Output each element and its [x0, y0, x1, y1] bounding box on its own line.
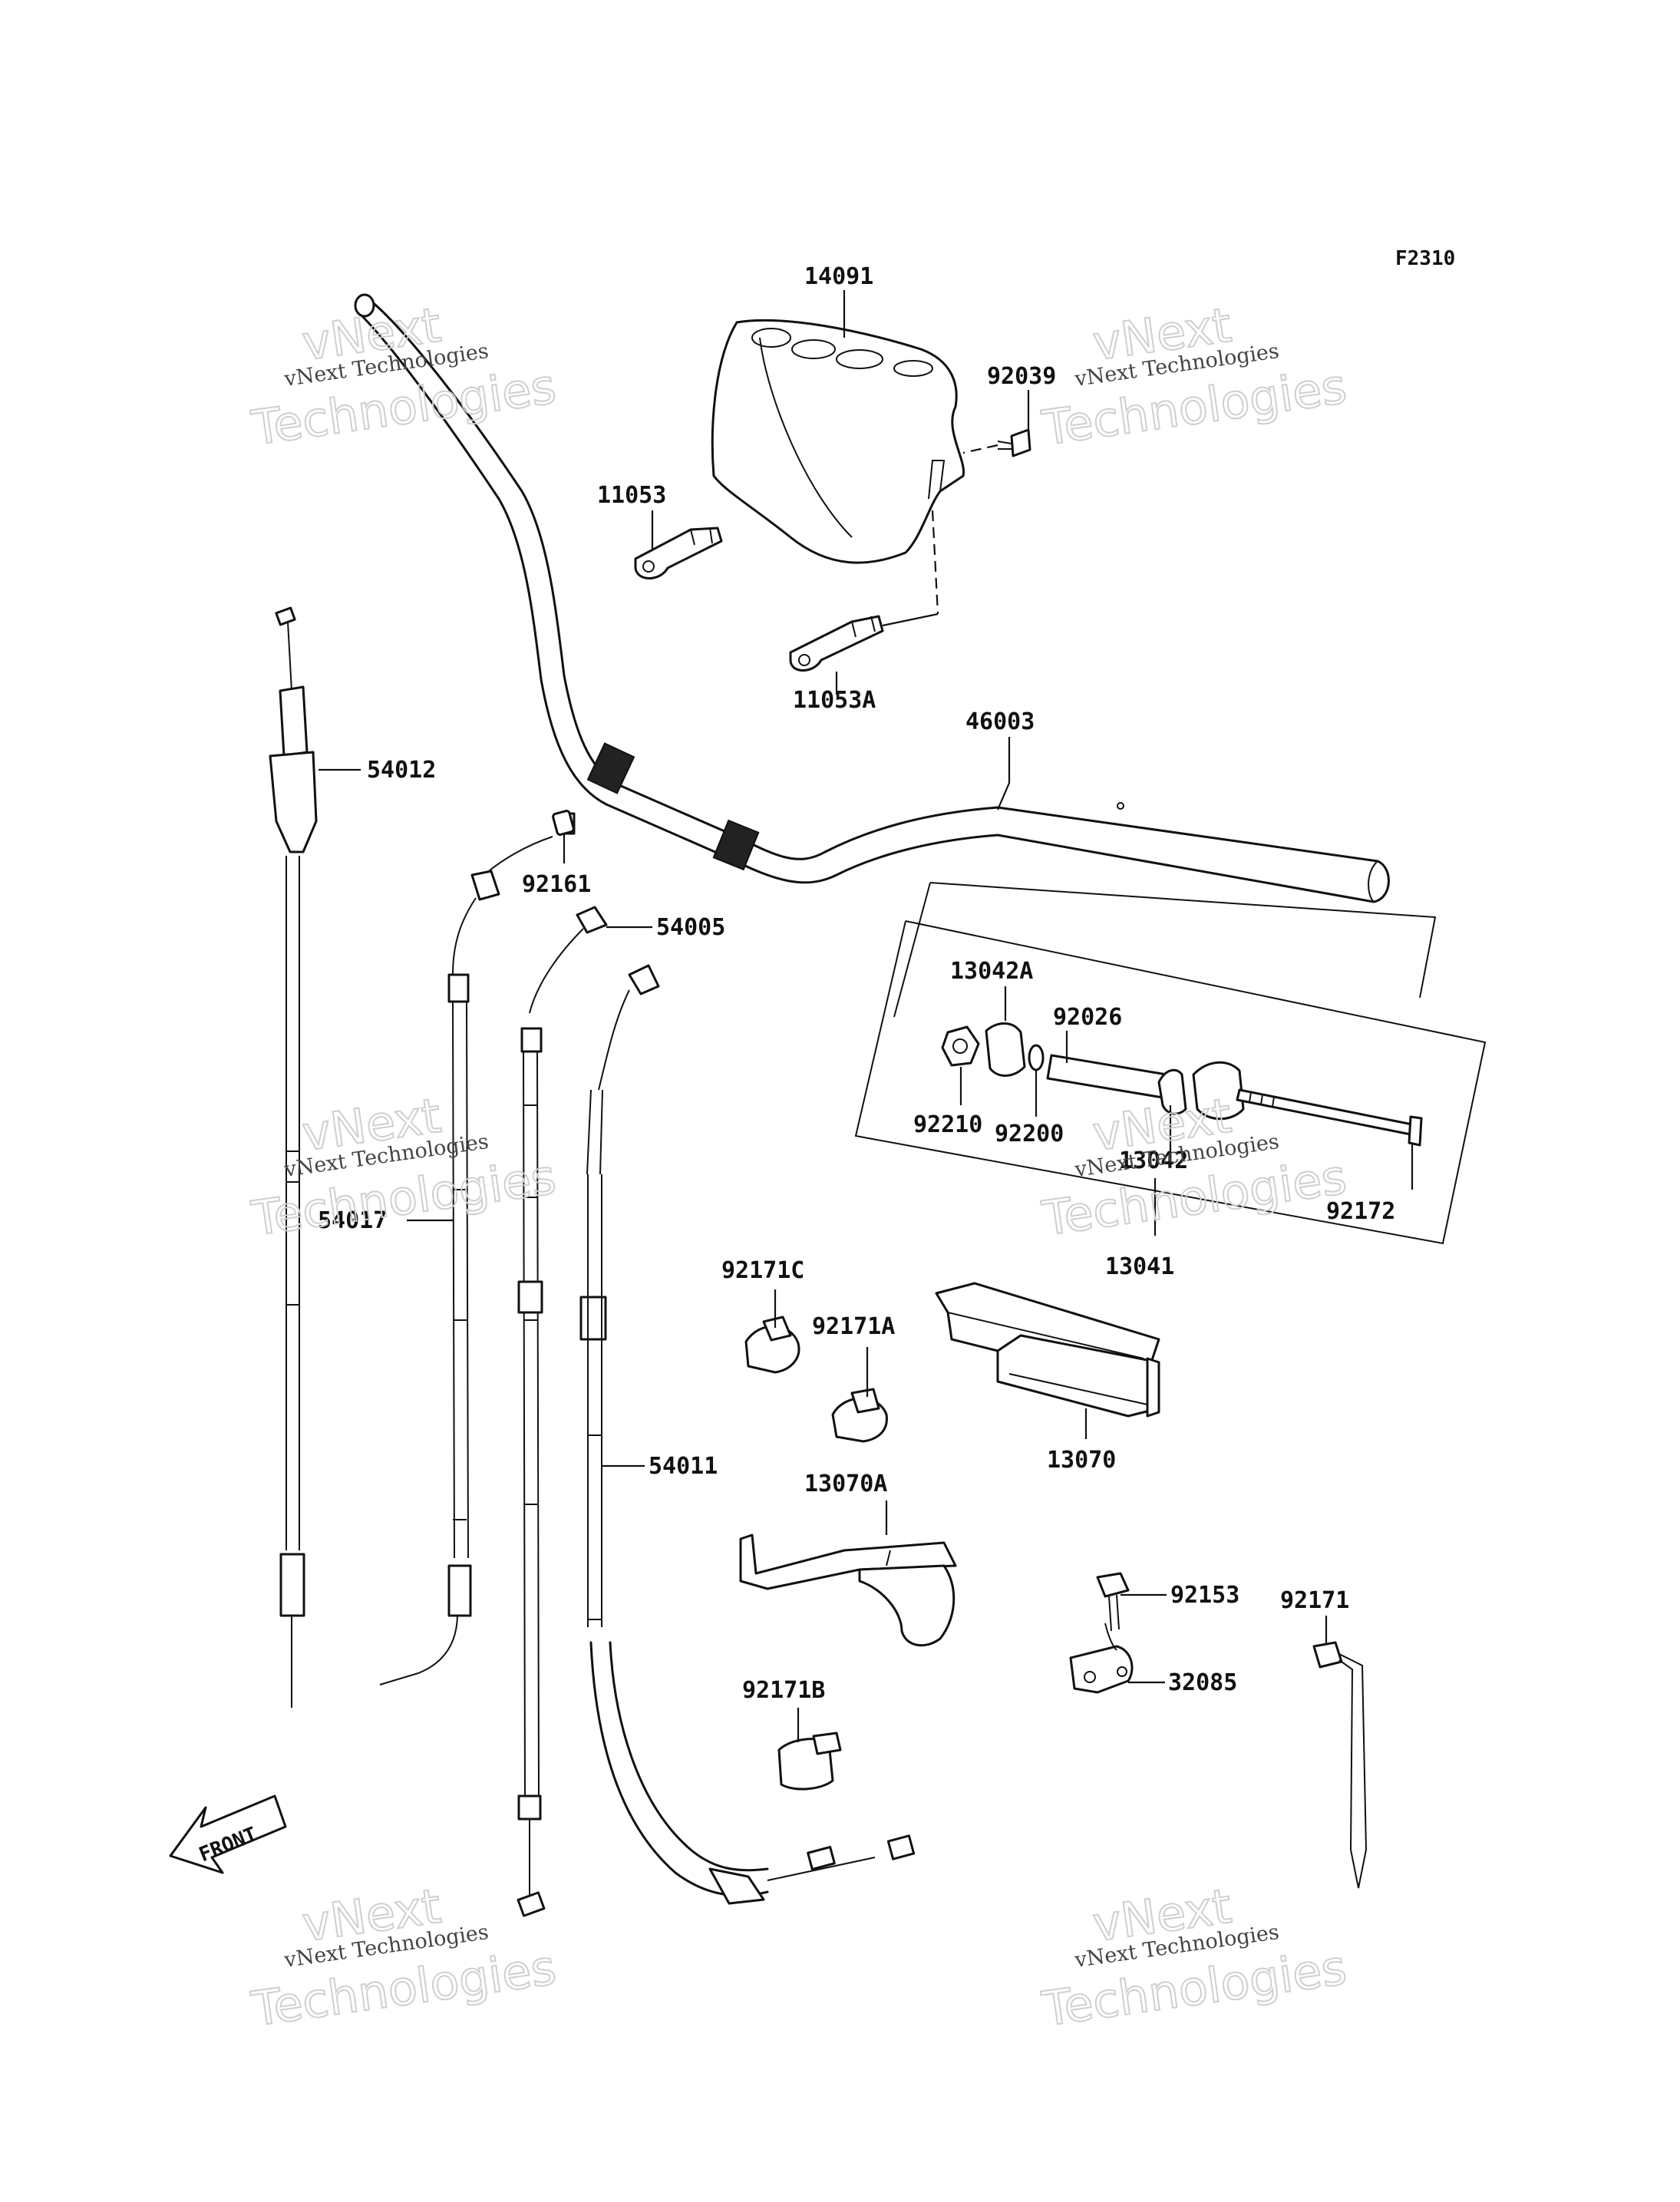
cable-54011-drawing — [579, 964, 916, 1905]
weight-13042A-drawing — [985, 1022, 1026, 1077]
label-11053: 11053 — [597, 482, 666, 509]
label-92171A: 92171A — [812, 1313, 895, 1340]
cable-54017-drawing — [379, 812, 576, 1685]
label-92026: 92026 — [1053, 1004, 1122, 1031]
front-direction-arrow: FRONT — [169, 1794, 287, 1874]
washer-92200-drawing — [1028, 1044, 1045, 1071]
label-54012: 54012 — [367, 757, 436, 784]
label-92161: 92161 — [522, 871, 591, 898]
label-92171: 92171 — [1280, 1587, 1349, 1614]
watermark-top-left: vNext Technologies vNext Technologies — [247, 296, 560, 457]
label-92039: 92039 — [987, 363, 1056, 390]
bolt-92172-drawing — [1236, 1088, 1423, 1147]
cable-54005-drawing — [517, 906, 608, 1917]
clamp-92171B-drawing — [777, 1732, 842, 1791]
label-54017: 54017 — [318, 1207, 387, 1234]
watermark-top-right: vNext Technologies vNext Technologies — [1038, 296, 1351, 457]
label-14091: 14091 — [804, 263, 873, 290]
bracket-32085-drawing — [1069, 1623, 1134, 1694]
tie-92171-drawing — [1312, 1641, 1368, 1889]
leader-lines — [319, 290, 1414, 1742]
label-92172: 92172 — [1326, 1198, 1395, 1225]
bar-end-group-frames — [854, 882, 1487, 1245]
watermark-bottom-left: vNext Technologies vNext Technologies — [247, 1877, 560, 2039]
clamp-92171A-drawing — [831, 1388, 888, 1443]
cable-end-92161-drawing — [552, 810, 575, 836]
label-92210: 92210 — [913, 1111, 982, 1138]
watermark-mid-right: vNext Technologies vNext Technologies — [1038, 1087, 1351, 1248]
bracket-13070A-drawing — [739, 1533, 957, 1647]
label-46003: 46003 — [965, 708, 1035, 735]
bolt-92153-drawing — [1096, 1572, 1130, 1632]
bracket-13070-drawing — [935, 1282, 1160, 1418]
label-13070A: 13070A — [804, 1471, 887, 1497]
bracket-11053-drawing — [634, 527, 723, 579]
label-32085: 32085 — [1168, 1669, 1237, 1696]
label-13042: 13042 — [1119, 1147, 1188, 1174]
label-92200: 92200 — [995, 1121, 1064, 1147]
label-13041: 13041 — [1105, 1253, 1174, 1280]
screw-drawing — [962, 428, 1031, 457]
handlebar-cover-drawing — [711, 319, 965, 564]
label-11053A: 11053A — [793, 687, 876, 714]
handlebar-drawing — [354, 293, 1390, 903]
watermark-bottom-right: vNext Technologies vNext Technologies — [1038, 1877, 1351, 2039]
label-54011: 54011 — [649, 1453, 718, 1480]
label-13070: 13070 — [1047, 1447, 1116, 1474]
weight-13042-drawing — [1157, 1061, 1245, 1121]
diagram-code: F2310 — [1395, 247, 1455, 270]
cable-54012-drawing — [269, 606, 318, 1708]
collar-92026-drawing — [1046, 1054, 1168, 1099]
label-13042A: 13042A — [950, 958, 1033, 985]
bracket-11053A-drawing — [789, 510, 939, 672]
part-labels: 14091 92039 11053 11053A 46003 54012 921… — [318, 263, 1395, 1704]
label-92171B: 92171B — [742, 1677, 825, 1704]
label-54005: 54005 — [656, 914, 725, 941]
nut-92210-drawing — [941, 1025, 980, 1067]
label-92171C: 92171C — [721, 1257, 804, 1284]
clamp-92171C-drawing — [744, 1316, 800, 1374]
label-92153: 92153 — [1170, 1582, 1239, 1609]
